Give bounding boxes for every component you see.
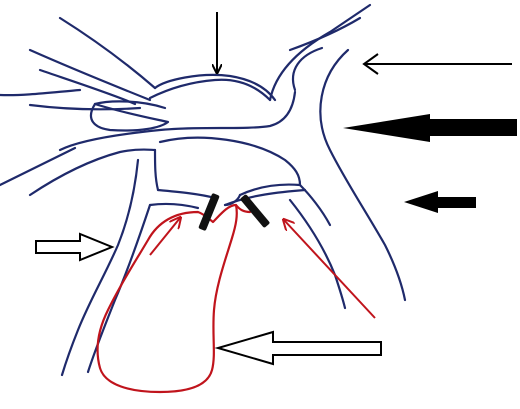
arrow-right-medium <box>404 191 476 213</box>
arrow-bottom-hollow <box>214 330 382 366</box>
vessel-outline <box>0 3 407 377</box>
red-outline <box>96 203 252 394</box>
clip-right <box>240 194 270 228</box>
arrow-right-thick <box>343 114 517 142</box>
red-arrow-left <box>149 218 180 256</box>
clip-left <box>198 193 220 231</box>
red-arrow-right <box>284 220 376 319</box>
arrow-left-hollow <box>35 232 115 262</box>
arrow-right-thin <box>362 53 512 75</box>
